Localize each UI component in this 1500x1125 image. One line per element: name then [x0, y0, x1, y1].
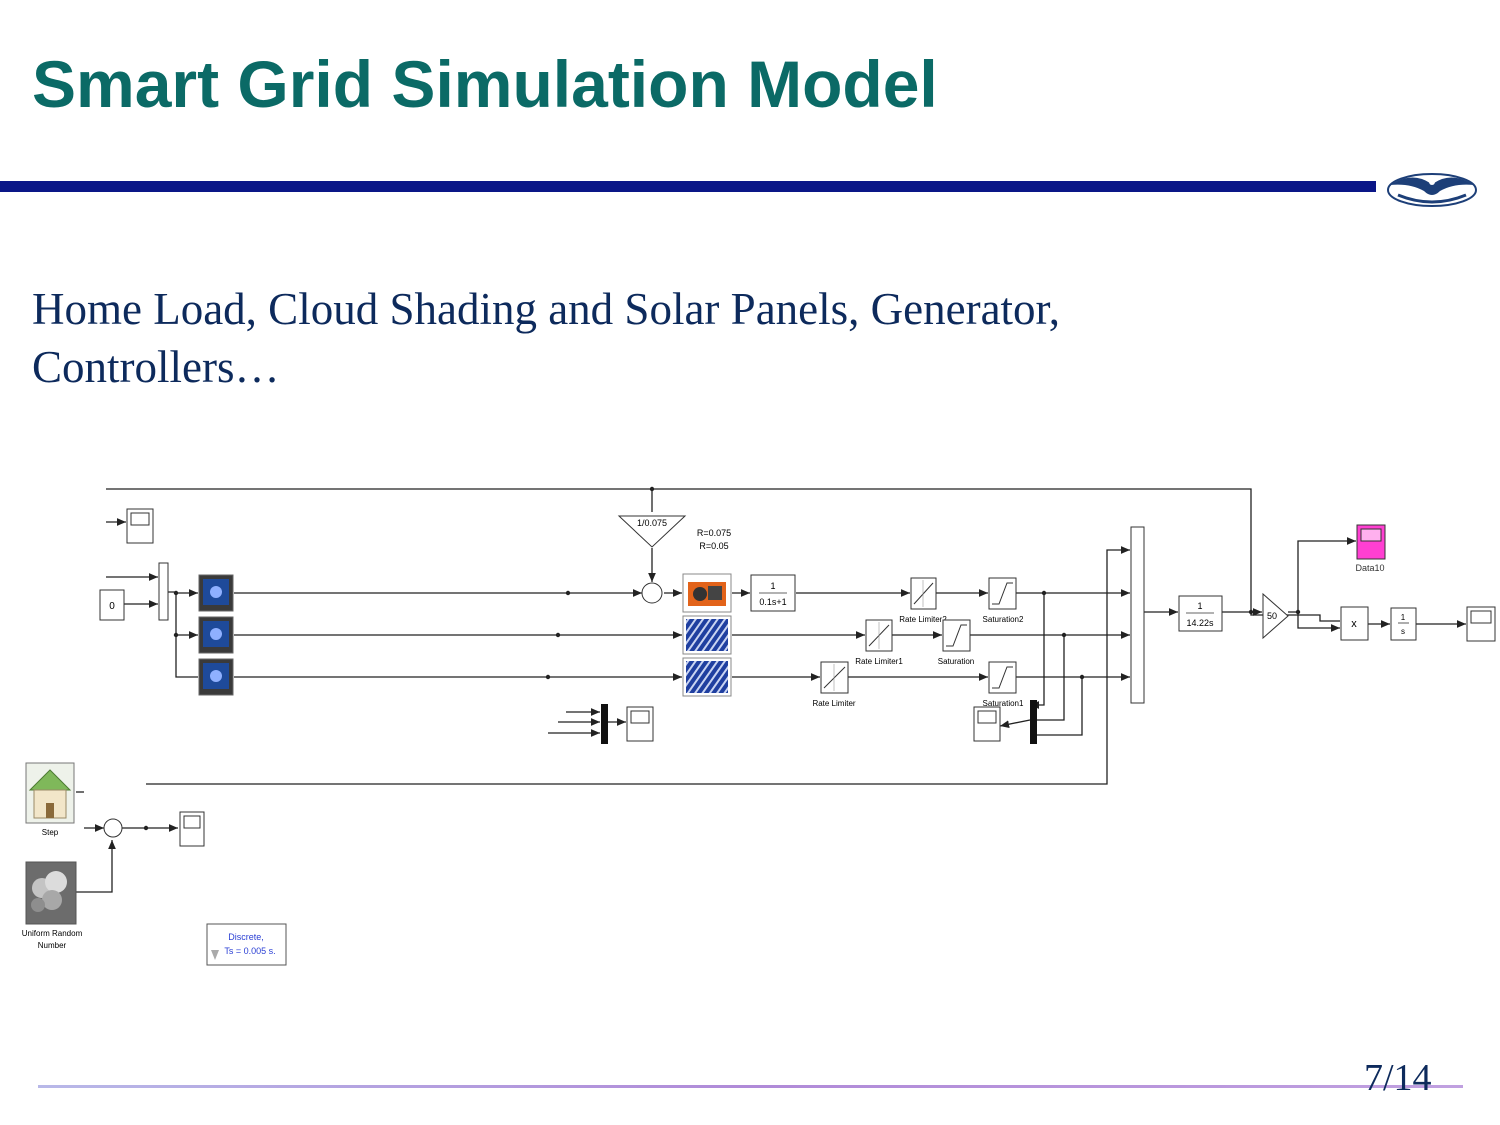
load-sum-circle[interactable] [103, 818, 123, 838]
powergui-line1: Discrete, [228, 932, 264, 942]
droop-note: R=0.05 [699, 541, 728, 551]
house-icon[interactable] [25, 762, 75, 824]
cloud-icon[interactable] [25, 861, 77, 925]
saturation-block[interactable] [988, 661, 1017, 694]
inertia-den: 14.22s [1186, 618, 1214, 628]
scope-label: Data10 [1355, 563, 1384, 573]
integrator-block[interactable] [1390, 607, 1417, 641]
scope-icon[interactable] [126, 508, 154, 544]
scope-icon[interactable] [973, 706, 1001, 742]
gain-block[interactable] [1262, 592, 1289, 640]
scope-data10[interactable] [1356, 524, 1386, 560]
rate-limiter-block[interactable] [865, 619, 893, 652]
integrator-den: s [1401, 627, 1405, 636]
integrator-num: 1 [1401, 613, 1406, 622]
controller-icon[interactable] [198, 616, 234, 654]
eagle-logo-icon [1387, 173, 1477, 207]
tf-num: 1 [770, 581, 775, 591]
mux-block[interactable] [1030, 700, 1037, 744]
rate-limiter-label: Rate Limiter [812, 699, 855, 708]
controller-icon[interactable] [198, 574, 234, 612]
slide-subtitle: Home Load, Cloud Shading and Solar Panel… [32, 284, 1060, 392]
constant-value: 0 [109, 601, 115, 612]
rate-limiter-label: Rate Limiter1 [855, 657, 903, 666]
saturation-label: Saturation [938, 657, 974, 666]
scope-icon[interactable] [179, 811, 205, 847]
saturation-label: Saturation1 [983, 699, 1024, 708]
cloud-label-2: Number [38, 941, 67, 950]
saturation-label: Saturation2 [983, 615, 1024, 624]
saturation-block[interactable] [942, 619, 971, 652]
simulink-diagram: Data10 0 1/0.075 R=0.075 R=0.05 [22, 486, 1496, 966]
rate-limiter-block[interactable] [820, 661, 849, 694]
scope-icon[interactable] [626, 706, 654, 742]
solar-panel-icon[interactable] [682, 657, 732, 697]
powergui-line2: Ts = 0.005 s. [224, 946, 275, 956]
slide-title: Smart Grid Simulation Model [32, 47, 938, 121]
droop-note: R=0.075 [697, 528, 731, 538]
controller-icon[interactable] [198, 658, 234, 696]
sum-block[interactable] [158, 562, 169, 621]
inertia-block[interactable] [1178, 595, 1223, 632]
powergui-block[interactable]: Discrete, Ts = 0.005 s. [206, 923, 287, 966]
rate-limiter-label: Rate Limiter2 [899, 615, 947, 624]
inertia-num: 1 [1197, 601, 1202, 611]
cloud-label: Uniform Random [22, 929, 83, 938]
solar-panel-icon[interactable] [682, 615, 732, 655]
page-number: 7/14 [1364, 1057, 1432, 1099]
home-label: Step [42, 828, 59, 837]
product-symbol: x [1351, 618, 1357, 630]
saturation-block[interactable] [988, 577, 1017, 610]
footer-line [38, 1085, 1463, 1088]
title-rule [0, 181, 1376, 192]
generator-icon[interactable] [682, 573, 732, 613]
droop-gain-label: 1/0.075 [637, 518, 667, 528]
power-sum-block[interactable] [1130, 526, 1145, 704]
droop-gain-block[interactable] [617, 515, 687, 548]
tf-den: 0.1s+1 [759, 597, 786, 607]
scope-icon[interactable] [1466, 606, 1496, 642]
rate-limiter-block[interactable] [910, 577, 937, 610]
product-block[interactable] [1340, 606, 1369, 641]
constant-block[interactable] [99, 589, 125, 621]
gain-value: 50 [1267, 611, 1277, 621]
sum-circle[interactable] [641, 582, 663, 604]
mux-block[interactable] [601, 704, 608, 744]
